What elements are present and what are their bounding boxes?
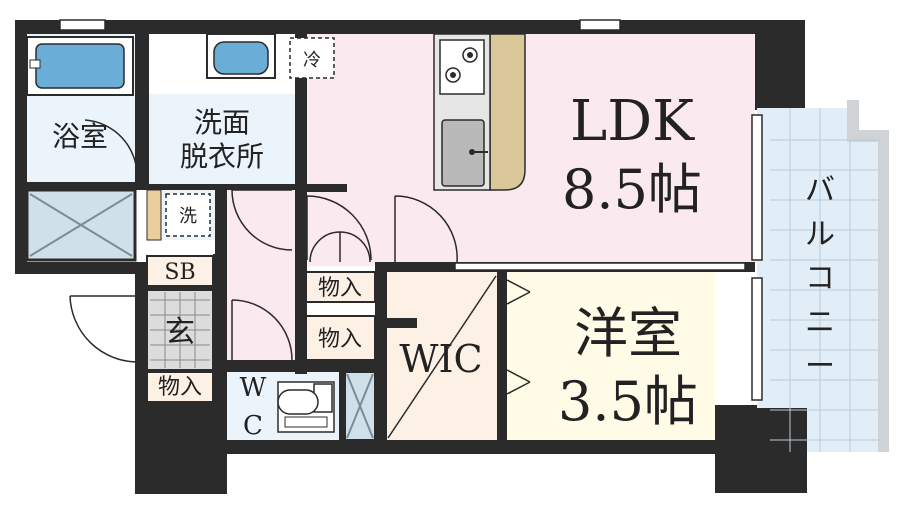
genkan-hatch bbox=[150, 292, 210, 368]
western-size: 3.5帖 bbox=[558, 370, 698, 433]
wic-floor bbox=[385, 272, 497, 440]
storage-label-2: 物入 bbox=[318, 327, 362, 352]
balcony-label: バ ル コ ニ ー bbox=[805, 173, 835, 384]
washer-label: 洗 bbox=[179, 206, 197, 227]
washer-pan: 洗 bbox=[146, 189, 211, 241]
washroom-line1: 洗面 bbox=[194, 106, 250, 139]
storage-label-3: 物入 bbox=[158, 375, 202, 400]
bath-name: 浴室 bbox=[52, 120, 108, 153]
balcony-char: ニ bbox=[805, 305, 835, 340]
ldk-name: LDK bbox=[570, 89, 695, 154]
balcony-char: ル bbox=[805, 217, 835, 252]
doors bbox=[69, 119, 531, 439]
storage-label-1: 物入 bbox=[318, 276, 362, 301]
kitchen bbox=[433, 33, 526, 191]
wc-line1: W bbox=[240, 373, 267, 403]
toilet bbox=[277, 381, 335, 433]
western-name: 洋室 bbox=[574, 302, 682, 365]
balcony-char: コ bbox=[805, 261, 835, 296]
balcony-char: ー bbox=[805, 349, 835, 384]
genkan-name: 玄 bbox=[165, 315, 195, 350]
shoebox-label: SB bbox=[164, 260, 195, 285]
washroom-line2: 脱衣所 bbox=[180, 140, 264, 173]
western-floor bbox=[507, 272, 715, 440]
balcony-char: バ bbox=[805, 173, 835, 208]
ldk-size: 8.5帖 bbox=[562, 158, 702, 221]
wic-name: WIC bbox=[399, 337, 482, 381]
windows bbox=[59, 19, 763, 401]
bathtub bbox=[26, 36, 134, 96]
ldk-floor bbox=[307, 34, 755, 262]
washbasin bbox=[206, 33, 276, 79]
fridge-label: 冷 bbox=[303, 50, 321, 71]
balcony bbox=[757, 100, 889, 452]
storage-bottom-left bbox=[146, 371, 214, 403]
wc-line2: C bbox=[243, 411, 263, 441]
fridge-space: 冷 bbox=[289, 37, 335, 79]
washroom-floor bbox=[149, 94, 295, 184]
storage-top bbox=[304, 271, 376, 303]
